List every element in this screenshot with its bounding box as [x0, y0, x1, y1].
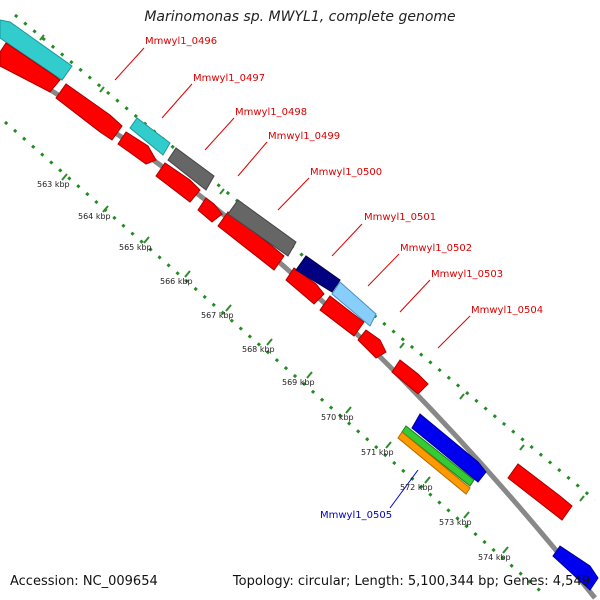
accession-label: Accession: NC_009654: [10, 574, 158, 589]
tick-mark: [266, 338, 273, 346]
tick-label-563: 563 kbp: [37, 180, 70, 189]
outer-tick-mark: [39, 34, 45, 41]
gene-label-0504[interactable]: Mmwyl1_0504: [471, 305, 543, 316]
tick-label-572: 572 kbp: [400, 483, 433, 492]
gene-blue[interactable]: [411, 413, 487, 483]
gene-mmwyl1-0503[interactable]: [357, 329, 387, 359]
outer-tick-mark: [99, 86, 105, 93]
gene-label-0503[interactable]: Mmwyl1_0503: [431, 269, 503, 280]
gene-label-0499[interactable]: Mmwyl1_0499: [268, 131, 340, 142]
tick-label-574: 574 kbp: [478, 553, 511, 562]
gene-orange[interactable]: [397, 431, 471, 495]
tick-mark: [424, 476, 431, 484]
gene-lightblue[interactable]: [331, 281, 377, 327]
tick-labels: 563 kbp 564 kbp 565 kbp 566 kbp 567 kbp …: [37, 180, 511, 562]
map-title: Marinomonas sp. MWYL1, complete genome: [144, 9, 456, 25]
gene-mmwyl1-0495[interactable]: [0, 19, 73, 81]
gene-label-0502[interactable]: Mmwyl1_0502: [400, 243, 472, 254]
tick-mark: [306, 371, 313, 379]
outer-tick-mark: [579, 495, 585, 502]
gene-mmwyl1-0498[interactable]: [155, 162, 201, 203]
gene-mmwyl1-0502[interactable]: [319, 295, 365, 337]
tick-label-565: 565 kbp: [119, 243, 152, 252]
gene-mmwyl1-0499[interactable]: [197, 197, 223, 223]
gene-label-0497[interactable]: Mmwyl1_0497: [193, 73, 265, 84]
tick-mark: [502, 546, 509, 554]
tick-mark: [225, 304, 232, 312]
tick-label-567: 567 kbp: [201, 311, 234, 320]
tick-label-564: 564 kbp: [78, 212, 111, 221]
tick-label-570: 570 kbp: [321, 413, 354, 422]
leader-lines: [114, 47, 471, 349]
tick-label-568: 568 kbp: [242, 345, 275, 354]
gene-grey-2[interactable]: [227, 199, 297, 257]
outer-tick-mark: [519, 444, 525, 451]
tick-mark: [463, 511, 470, 519]
tick-mark: [184, 270, 191, 278]
gene-label-0505[interactable]: Mmwyl1_0505: [320, 510, 392, 521]
tick-label-573: 573 kbp: [439, 518, 472, 527]
gene-mmwyl1-0504[interactable]: [391, 359, 429, 395]
tick-mark: [345, 406, 352, 414]
tick-mark: [61, 173, 68, 181]
gene-mmwyl1-0496[interactable]: [55, 83, 123, 141]
genes: [0, 19, 599, 591]
tick-label-569: 569 kbp: [282, 378, 315, 387]
outer-tick-mark: [399, 342, 405, 349]
gene-mmwyl1-0497-red[interactable]: [117, 131, 157, 165]
genome-summary-label: Topology: circular; Length: 5,100,344 bp…: [232, 574, 590, 589]
gene-label-group: Mmwyl1_0496 Mmwyl1_0497 Mmwyl1_0498 Mmwy…: [145, 36, 543, 521]
gene-mmwyl1-0497[interactable]: [129, 117, 171, 156]
gene-label-0501[interactable]: Mmwyl1_0501: [364, 212, 436, 223]
tick-mark: [143, 236, 150, 244]
gene-label-0500[interactable]: Mmwyl1_0500: [310, 167, 382, 178]
gene-label-0498[interactable]: Mmwyl1_0498: [235, 107, 307, 118]
outer-tick-mark: [219, 188, 225, 195]
gene-mmwyl1-0501[interactable]: [285, 267, 325, 305]
tick-label-566: 566 kbp: [160, 277, 193, 286]
leader-line-0505: [389, 469, 419, 509]
gene-mmwyl1-0494[interactable]: [0, 42, 61, 93]
tick-label-571: 571 kbp: [361, 448, 394, 457]
gene-green[interactable]: [401, 425, 475, 487]
gene-grey-1[interactable]: [167, 147, 215, 191]
gene-blue-2[interactable]: [552, 545, 599, 591]
gene-mmwyl1-0500[interactable]: [217, 211, 285, 271]
tick-mark: [385, 441, 392, 449]
outer-tick-mark: [459, 393, 465, 400]
tick-mark: [102, 205, 109, 213]
gene-navy[interactable]: [295, 255, 341, 293]
gene-mmwyl1-0506[interactable]: [507, 463, 573, 521]
gene-label-0496[interactable]: Mmwyl1_0496: [145, 36, 217, 47]
